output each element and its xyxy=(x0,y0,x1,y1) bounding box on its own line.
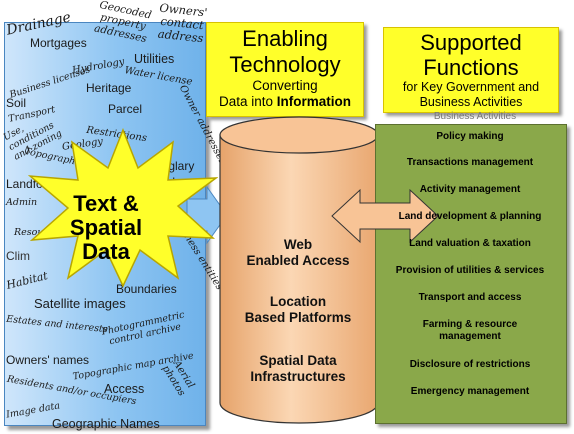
word-owners-contact: Owners' contact address xyxy=(155,0,209,46)
enabling-technology-box: Enabling Technology Converting Data into… xyxy=(206,22,364,117)
enabling-sub2: Data into Information xyxy=(207,94,363,110)
word-access: Access xyxy=(104,382,145,396)
word-boundaries: Boundaries xyxy=(116,282,177,296)
function-item: Farming & resource management xyxy=(422,319,518,342)
word-clim: Clim xyxy=(6,249,30,263)
word-admin: Admin xyxy=(6,197,38,208)
function-item: Provision of utilities & services xyxy=(395,265,545,276)
supported-sub: for Key Government and Business Activiti… xyxy=(402,80,540,109)
double-arrow xyxy=(331,188,439,244)
enabling-title: Enabling Technology xyxy=(229,26,341,77)
word-owners-contact-text: Owners' contact address xyxy=(157,0,209,46)
enabling-sub1: Converting xyxy=(252,78,318,93)
supported-title: Supported Functions xyxy=(420,30,522,80)
function-item: Emergency management xyxy=(410,386,530,397)
supported-functions-box: Supported Functions for Key Government a… xyxy=(383,27,559,113)
functions-panel xyxy=(375,124,567,424)
word-mortgages: Mortgages xyxy=(30,36,87,50)
technology-cylinder xyxy=(219,116,379,424)
supported-sub-shadow: Business Activities xyxy=(433,111,517,122)
function-item: Transport and access xyxy=(418,292,522,303)
word-owners-names: Owners' names xyxy=(6,353,89,367)
word-satellite: Satellite images xyxy=(34,296,126,311)
function-item: Transactions management xyxy=(406,157,534,168)
word-heritage: Heritage xyxy=(86,81,132,95)
enabling-sub2-bold: Information xyxy=(276,94,352,109)
cyl-spatial-infrastructures: Spatial Data Infrastructures xyxy=(250,353,346,384)
word-soil: Soil xyxy=(6,96,27,110)
enabling-sub2-plain: Data into xyxy=(218,94,277,109)
function-item: Land development & planning xyxy=(398,211,542,222)
cyl-location-platforms: Location Based Platforms xyxy=(244,294,352,325)
function-item: Disclosure of restrictions xyxy=(409,359,531,370)
function-item: Policy making xyxy=(436,131,504,142)
word-geographic-names: Geographic Names xyxy=(52,417,160,431)
word-utilities: Utilities xyxy=(134,52,175,66)
word-resources: Resources xyxy=(14,227,64,238)
function-item: Land valuation & taxation xyxy=(409,238,531,249)
word-parcel: Parcel xyxy=(108,102,143,116)
burst-title: Text & Spatial Data xyxy=(69,191,143,264)
text-spatial-data-burst xyxy=(28,128,218,288)
cyl-web-access: Web Enabled Access xyxy=(246,237,350,268)
function-item: Activity management xyxy=(419,184,521,195)
